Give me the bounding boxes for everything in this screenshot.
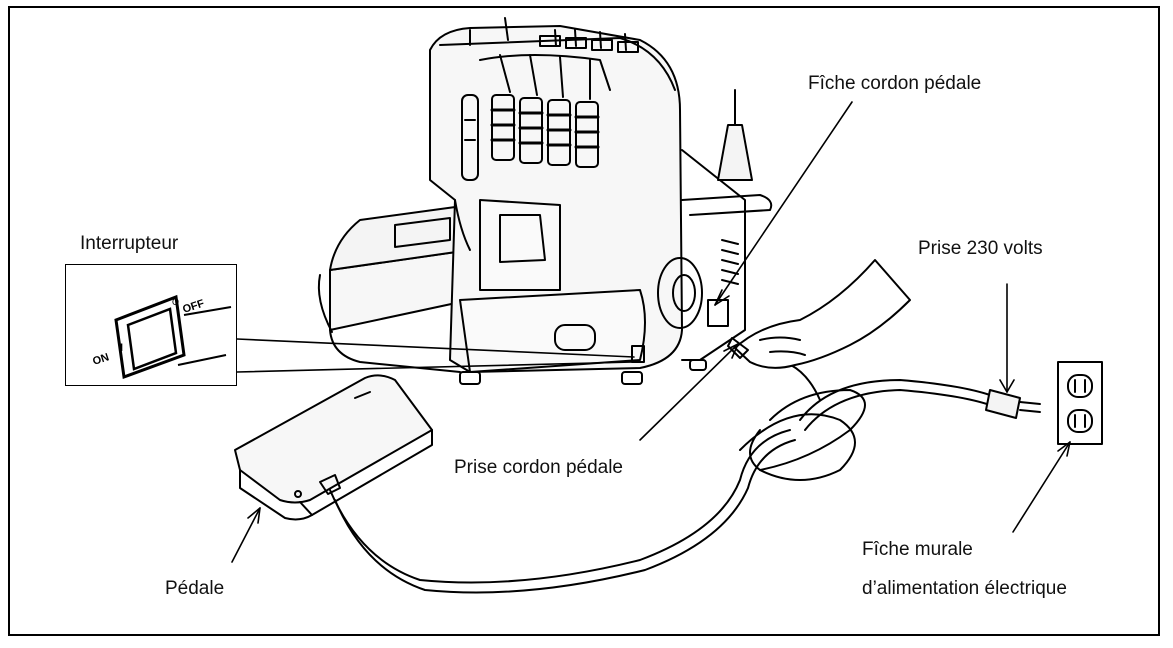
tension-dials [490,94,600,168]
serger-machine [317,17,773,385]
power-plug [985,389,1041,419]
thread-stand [681,89,773,216]
handwheel [657,257,703,329]
switch-inset: ON I OFF O [65,264,237,386]
pedal-cord [329,429,796,594]
label-prise-cordon-pedale: Prise cordon pédale [454,457,623,478]
leader-lines [231,101,1071,563]
wall-outlet [1057,361,1103,445]
label-pedale: Pédale [165,578,225,599]
one-text: I [120,342,123,354]
label-fiche-murale-line2: d’alimentation électrique [862,578,1067,599]
foot-pedal [234,374,433,521]
on-text: ON [91,351,110,368]
label-fiche-murale-line1: Fîche murale [862,539,973,560]
label-prise-230-volts: Prise 230 volts [918,238,1043,259]
hand [727,259,911,369]
label-fiche-cordon-pedale: Fîche cordon pédale [808,73,982,94]
zero-text: O [172,297,179,307]
switch-detail: ON I OFF O [91,294,232,380]
label-interrupteur: Interrupteur [80,233,179,254]
coiled-cord [739,358,991,481]
figure-frame [8,6,1160,636]
